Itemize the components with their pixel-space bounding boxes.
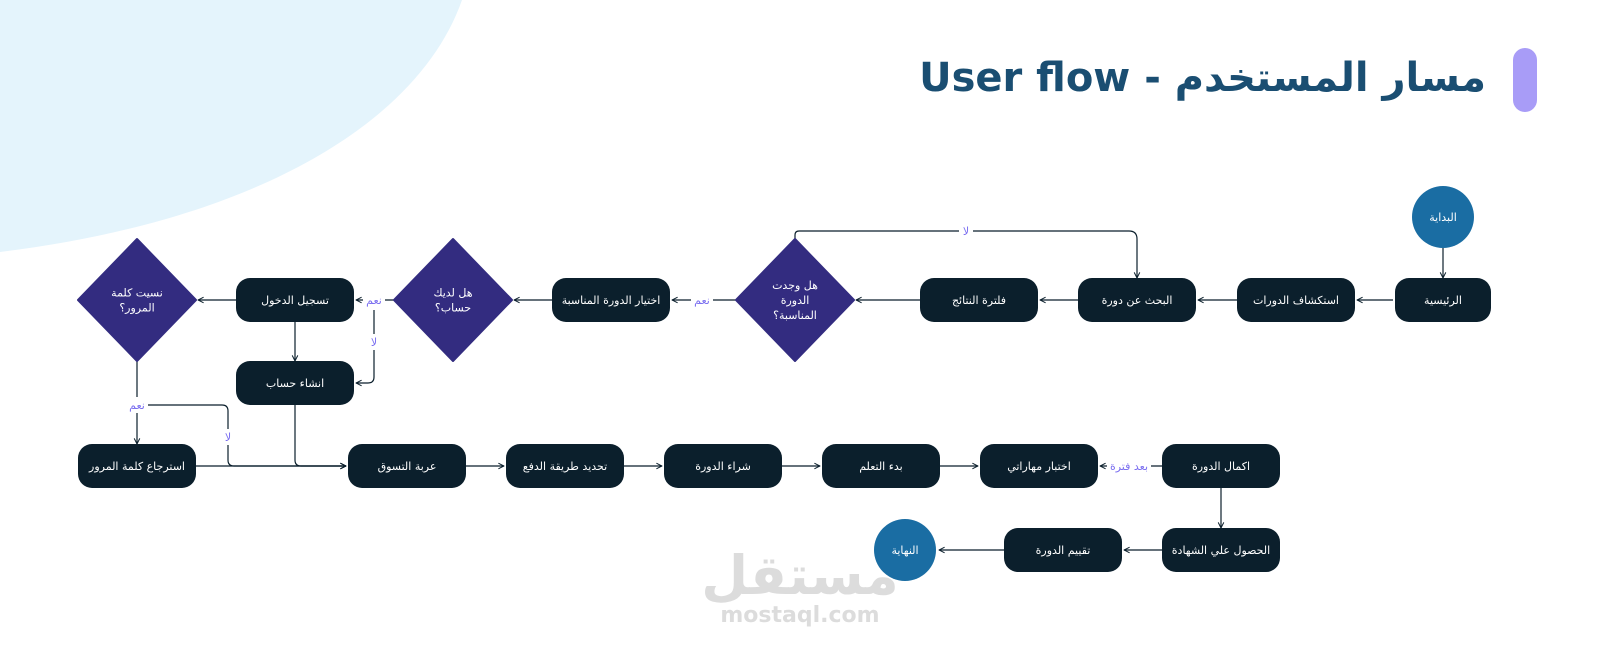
node-filter: فلترة النتائج — [920, 278, 1038, 322]
process-box — [1395, 278, 1491, 322]
edge-create-cart — [294, 405, 346, 466]
node-create: انشاء حساب — [236, 361, 354, 405]
page-title: مسار المستخدم - User flow — [919, 55, 1486, 101]
node-buy: شراء الدورة — [664, 444, 782, 488]
edge-label-no-search: لا — [959, 223, 973, 239]
node-label: عربة التسوق — [378, 460, 437, 473]
node-explore: استكشاف الدورات — [1237, 278, 1355, 322]
node-label: الحصول علي الشهادة — [1172, 544, 1270, 557]
node-learn: بدء التعلم — [822, 444, 940, 488]
node-payment: تحديد طريقة الدفع — [506, 444, 624, 488]
node-label: استرجاع كلمة المرور — [88, 460, 185, 473]
watermark-arabic: مستقل — [701, 544, 899, 607]
edge-label-after-while: بعد فترة — [1107, 458, 1151, 474]
node-end: النهاية — [874, 519, 936, 581]
svg-text:نعم: نعم — [366, 294, 382, 307]
node-choose: اختيار الدورة المناسبة — [552, 278, 670, 322]
svg-text:لا: لا — [963, 225, 969, 238]
process-box — [1237, 278, 1355, 322]
node-label: الرئيسية — [1424, 294, 1462, 307]
svg-text:نعم: نعم — [694, 294, 710, 307]
node-complete: اكمال الدورة — [1162, 444, 1280, 488]
node-label: شراء الدورة — [695, 460, 751, 473]
svg-text:لا: لا — [225, 431, 231, 444]
process-box — [78, 444, 196, 488]
process-box — [552, 278, 670, 322]
process-box — [822, 444, 940, 488]
svg-text:بعد فترة: بعد فترة — [1110, 460, 1148, 473]
node-search: البحث عن دورة — [1078, 278, 1196, 322]
node-label: تحديد طريقة الدفع — [523, 460, 607, 473]
process-box — [980, 444, 1098, 488]
background-blob-shape — [0, 0, 462, 252]
decision-diamond — [735, 238, 855, 362]
node-label: فلترة النتائج — [952, 294, 1006, 307]
node-certificate: الحصول علي الشهادة — [1162, 528, 1280, 572]
decision-diamond — [393, 238, 513, 362]
process-box — [1162, 444, 1280, 488]
edge-label-yes-found: نعم — [691, 292, 713, 308]
node-label: انشاء حساب — [266, 377, 324, 390]
edge-label-yes-forgot: نعم — [126, 397, 148, 413]
node-label: النهاية — [891, 544, 918, 557]
process-box — [506, 444, 624, 488]
node-login: تسجيل الدخول — [236, 278, 354, 322]
svg-text:لا: لا — [371, 336, 377, 349]
process-box — [348, 444, 466, 488]
edge-label-no-account: لا — [367, 334, 381, 350]
process-box — [1004, 528, 1122, 572]
node-rate: تقييم الدورة — [1004, 528, 1122, 572]
edge-hasaccount-create — [356, 310, 375, 383]
edge-label-no-forgot: لا — [221, 429, 235, 445]
process-box — [1078, 278, 1196, 322]
node-label: اختبار مهاراتي — [1007, 460, 1071, 473]
svg-text:نعم: نعم — [129, 399, 145, 412]
node-label: تسجيل الدخول — [261, 294, 329, 307]
process-box — [236, 361, 354, 405]
node-home: الرئيسية — [1395, 278, 1491, 322]
node-recover: استرجاع كلمة المرور — [78, 444, 196, 488]
node-label: اكمال الدورة — [1192, 460, 1250, 473]
process-box — [1162, 528, 1280, 572]
node-test: اختبار مهاراتي — [980, 444, 1098, 488]
node-label: البداية — [1429, 211, 1457, 224]
process-box — [236, 278, 354, 322]
node-label: استكشاف الدورات — [1253, 294, 1339, 307]
mostaql-watermark: مستقل mostaql.com — [700, 548, 900, 628]
title-accent-bar — [1513, 48, 1537, 112]
page-title-wrap: مسار المستخدم - User flow — [919, 55, 1486, 101]
node-label: اختيار الدورة المناسبة — [562, 294, 661, 307]
terminal-circle — [874, 519, 936, 581]
terminal-circle — [1412, 186, 1474, 248]
edge-label-yes-account: نعم — [363, 292, 385, 308]
node-label: تقييم الدورة — [1036, 544, 1091, 557]
watermark-latin: mostaql.com — [720, 603, 880, 628]
decision-diamond — [77, 238, 197, 362]
process-box — [920, 278, 1038, 322]
node-start: البداية — [1412, 186, 1474, 248]
node-cart: عربة التسوق — [348, 444, 466, 488]
node-label: بدء التعلم — [859, 460, 903, 473]
process-box — [664, 444, 782, 488]
node-label: البحث عن دورة — [1102, 294, 1173, 307]
